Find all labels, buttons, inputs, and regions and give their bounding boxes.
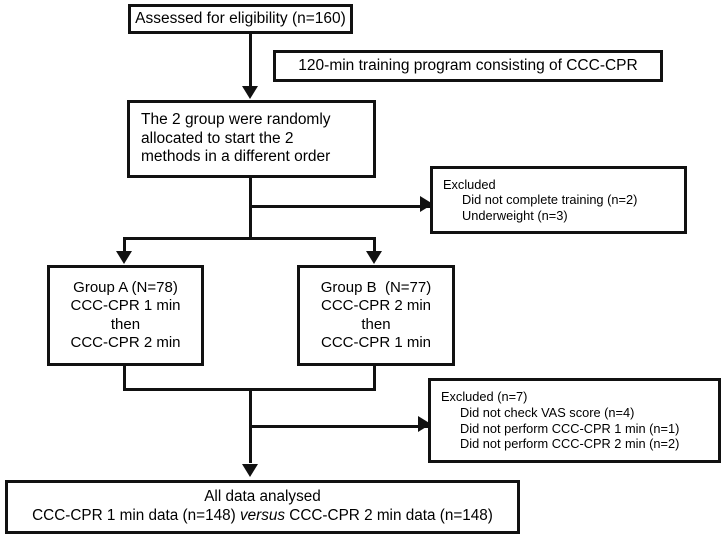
excluded-2-item-1: Did not check VAS score (n=4) xyxy=(460,404,635,420)
final-line-2-emphasis: versus xyxy=(239,507,286,524)
arrowhead-to-final xyxy=(242,464,258,477)
excluded-2-item-2: Did not perform CCC-CPR 1 min (n=1) xyxy=(460,420,680,436)
connector-to-excluded-2 xyxy=(249,425,430,428)
final-line-1: All data analysed xyxy=(204,488,321,506)
box-training-line-1: 120-min training program consisting of C… xyxy=(298,56,638,74)
box-all-data-analysed: All data analysed CCC-CPR 1 min data (n=… xyxy=(5,480,520,534)
arrowhead-to-group-b xyxy=(366,251,382,264)
group-b-line-2: CCC-CPR 2 min xyxy=(320,297,431,315)
final-line-2-part-1: CCC-CPR 1 min data (n=148) xyxy=(32,507,240,524)
connector-assessed-to-randomised xyxy=(249,34,252,87)
connector-to-group-a xyxy=(123,237,126,252)
box-randomisation-line-3: methods in a different order xyxy=(141,148,331,166)
group-b-line-4: CCC-CPR 1 min xyxy=(320,333,431,351)
connector-to-group-b xyxy=(373,237,376,252)
connector-group-a-down xyxy=(123,366,126,391)
arrowhead-to-excluded-1 xyxy=(420,196,433,212)
box-group-b: Group B (N=77) CCC-CPR 2 min then CCC-CP… xyxy=(297,265,455,366)
connector-group-b-down xyxy=(373,366,376,391)
box-group-a: Group A (N=78) CCC-CPR 1 min then CCC-CP… xyxy=(47,265,204,366)
group-a-line-4: CCC-CPR 2 min xyxy=(70,333,181,351)
excluded-1-heading: Excluded xyxy=(443,176,496,192)
final-line-2: CCC-CPR 1 min data (n=148) versus CCC-CP… xyxy=(32,507,493,526)
connector-split-bar xyxy=(123,237,376,240)
arrowhead-to-excluded-2 xyxy=(418,416,431,432)
box-assessed-line-1: Assessed for eligibility (n=160) xyxy=(135,9,346,27)
group-a-line-1: Group A (N=78) xyxy=(73,278,178,296)
final-line-2-part-2: CCC-CPR 2 min data (n=148) xyxy=(285,507,493,524)
excluded-2-item-3: Did not perform CCC-CPR 2 min (n=2) xyxy=(460,436,680,452)
box-training-program: 120-min training program consisting of C… xyxy=(273,50,663,82)
group-b-line-1: Group B (N=77) xyxy=(320,278,432,296)
group-a-line-2: CCC-CPR 1 min xyxy=(70,297,181,315)
excluded-1-item-2: Underweight (n=3) xyxy=(462,207,568,223)
box-excluded-before-analysis: Excluded (n=7) Did not check VAS score (… xyxy=(428,378,721,463)
excluded-2-heading: Excluded (n=7) xyxy=(441,389,528,405)
arrowhead-to-group-a xyxy=(116,251,132,264)
arrowhead-to-randomised xyxy=(242,86,258,99)
connector-to-excluded-1 xyxy=(249,205,432,208)
group-b-line-3: then xyxy=(361,315,391,333)
box-randomisation: The 2 group were randomly allocated to s… xyxy=(127,100,376,178)
box-excluded-after-randomisation: Excluded Did not complete training (n=2)… xyxy=(430,166,687,234)
box-randomisation-line-1: The 2 group were randomly xyxy=(141,110,331,128)
box-randomisation-line-2: allocated to start the 2 xyxy=(141,129,294,147)
excluded-1-item-1: Did not complete training (n=2) xyxy=(462,192,638,208)
box-assessed-for-eligibility: Assessed for eligibility (n=160) xyxy=(128,4,353,34)
group-a-line-3: then xyxy=(110,315,141,333)
connector-randomised-trunk xyxy=(249,178,252,240)
